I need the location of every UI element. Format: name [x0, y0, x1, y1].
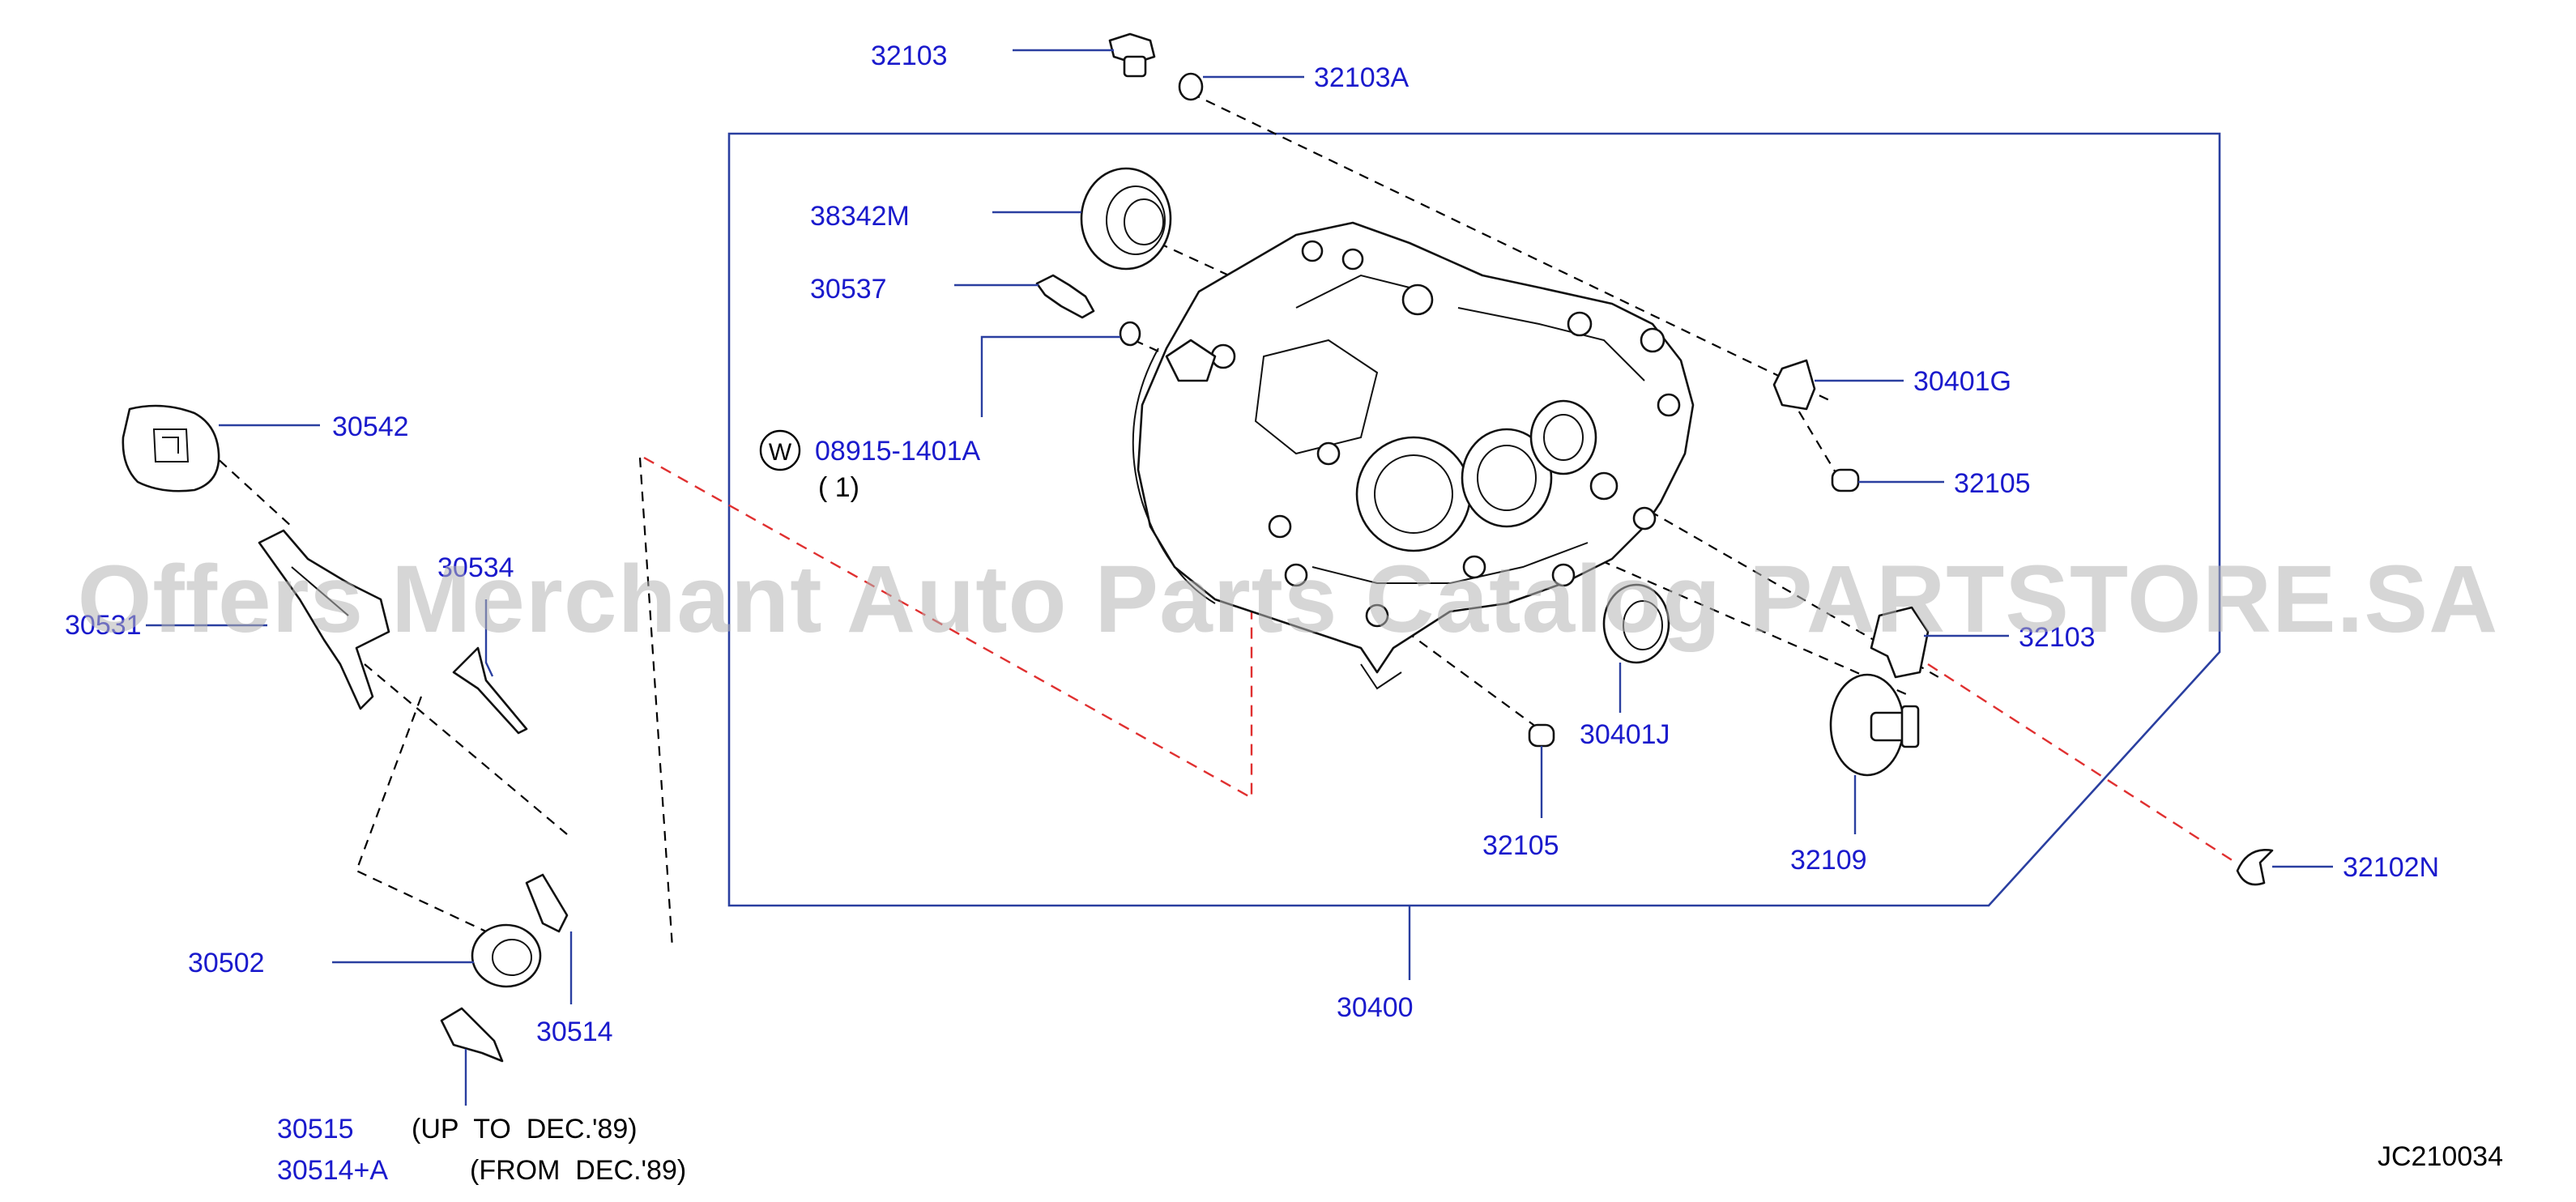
note-30514A: (FROM DEC.'89): [470, 1155, 686, 1186]
transmission-case: [1132, 221, 1695, 690]
label-08915-qty: ( 1): [818, 472, 859, 503]
part-30502-bearing: [471, 923, 542, 988]
label-30514A[interactable]: 30514+A: [277, 1155, 388, 1186]
label-38342M[interactable]: 38342M: [810, 201, 910, 232]
part-30515-clip: [440, 1007, 504, 1063]
part-30542-boot: [122, 404, 220, 492]
note-30515: (UP TO DEC.'89): [412, 1114, 638, 1144]
leader-lines: [146, 49, 2333, 1106]
label-32102N[interactable]: 32102N: [2343, 852, 2439, 883]
label-30401J[interactable]: 30401J: [1580, 719, 1670, 750]
part-08915-washer: [1119, 321, 1141, 347]
part-32109-cover: [1829, 673, 1920, 777]
part-38342M-oil-seal: [1080, 167, 1172, 271]
label-30514[interactable]: 30514: [536, 1017, 613, 1047]
assembly-dash-lines: [194, 92, 1945, 948]
assembly-frame: [727, 132, 2221, 907]
label-30531[interactable]: 30531: [65, 610, 142, 641]
label-30537[interactable]: 30537: [810, 274, 887, 305]
label-32103[interactable]: 32103: [871, 40, 948, 71]
label-30542[interactable]: 30542: [332, 411, 409, 442]
label-30534[interactable]: 30534: [437, 552, 514, 583]
part-30531-fork: [258, 529, 390, 710]
label-32103A[interactable]: 32103A: [1314, 62, 1410, 93]
catalog-code: JC210034: [2377, 1141, 2503, 1172]
label-32109[interactable]: 32109: [1790, 845, 1867, 876]
part-30534-spring: [452, 646, 528, 735]
label-32105-bottom[interactable]: 32105: [1482, 830, 1559, 861]
part-32103-bolt: [1108, 32, 1156, 78]
label-30401G[interactable]: 30401G: [1913, 366, 2011, 397]
part-32103-right-bolt: [1870, 606, 1930, 679]
part-30514-clip: [525, 873, 569, 933]
label-32105-right[interactable]: 32105: [1954, 468, 2031, 499]
label-30502[interactable]: 30502: [188, 948, 265, 978]
label-30515[interactable]: 30515: [277, 1114, 354, 1144]
washer-badge: W: [759, 429, 801, 471]
part-32102N-clip: [2236, 848, 2274, 886]
label-30400[interactable]: 30400: [1337, 992, 1414, 1023]
part-30401J-plug: [1602, 583, 1670, 664]
part-32105-bottom-pin: [1528, 723, 1555, 748]
washer-badge-letter: W: [769, 439, 792, 466]
label-08915-1401A[interactable]: 08915-1401A: [815, 436, 981, 467]
part-32103A-washer: [1178, 72, 1204, 101]
part-30537-bolt: [1035, 274, 1095, 319]
part-30401G-plug: [1772, 359, 1816, 411]
part-32105-right-pin: [1831, 468, 1860, 492]
label-32103-right[interactable]: 32103: [2019, 622, 2096, 653]
